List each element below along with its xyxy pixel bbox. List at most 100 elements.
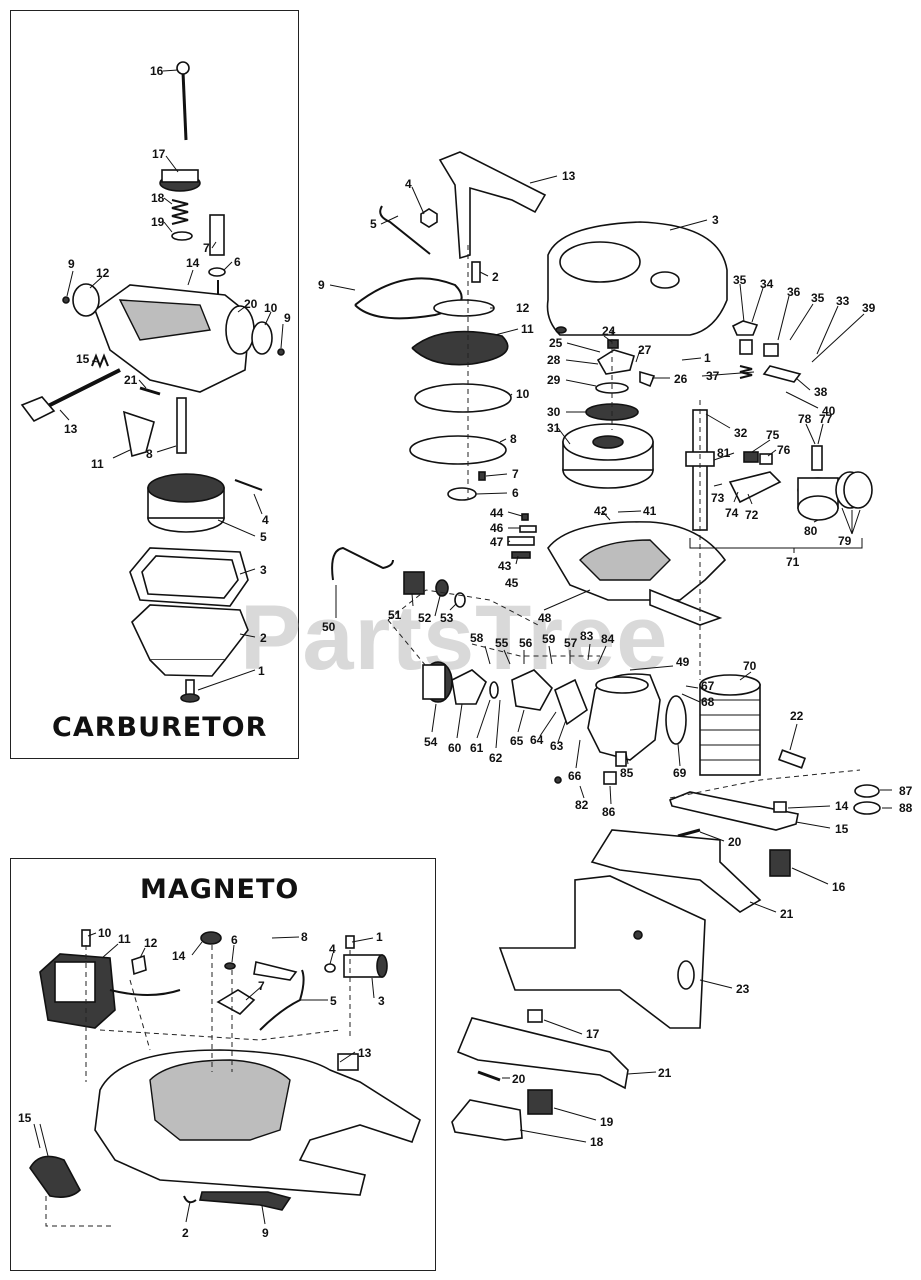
callout-eng-5: 5: [370, 217, 377, 231]
callout-eng-10: 10: [516, 387, 530, 401]
callout-mag-14: 14: [172, 949, 186, 963]
callout-eng-60: 60: [448, 741, 462, 755]
callout-carb-18: 18: [151, 191, 165, 205]
callout-eng-86: 86: [602, 805, 616, 819]
callout-eng-47: 47: [490, 535, 504, 549]
callout-carb-15: 15: [76, 352, 90, 366]
callout-eng-52: 52: [418, 611, 432, 625]
callout-eng-28: 28: [547, 353, 561, 367]
callout-eng-53: 53: [440, 611, 454, 625]
callout-eng-57: 57: [564, 636, 578, 650]
callout-carb-16: 16: [150, 64, 164, 78]
callout-eng-7: 7: [512, 467, 519, 481]
callout-eng-31: 31: [547, 421, 561, 435]
callout-eng-21b: 21: [658, 1066, 672, 1080]
callout-eng-39: 39: [862, 301, 876, 315]
callout-eng-11: 11: [521, 322, 534, 336]
callout-eng-41: 41: [643, 504, 657, 518]
callout-eng-83: 83: [580, 629, 594, 643]
callout-mag-11: 11: [118, 932, 131, 946]
callout-eng-84: 84: [601, 632, 615, 646]
callout-eng-36: 36: [787, 285, 801, 299]
callout-mag-13: 13: [358, 1046, 372, 1060]
callout-carb-19: 19: [151, 215, 165, 229]
callout-carb-12: 12: [96, 266, 110, 280]
callout-eng-37: 37: [706, 369, 720, 383]
engine-leaders: [329, 175, 892, 1143]
callout-mag-5: 5: [330, 994, 337, 1008]
callout-eng-88: 88: [899, 801, 913, 815]
callout-eng-42: 42: [594, 504, 608, 518]
callout-eng-62: 62: [489, 751, 503, 765]
callout-eng-64: 64: [530, 733, 544, 747]
callout-eng-58: 58: [470, 631, 484, 645]
callout-eng-9: 9: [318, 278, 325, 292]
magneto-drawing: [29, 929, 421, 1211]
callout-eng-75: 75: [766, 428, 780, 442]
callout-carb-8: 8: [146, 447, 153, 461]
callout-eng-32: 32: [734, 426, 748, 440]
callout-carb-21: 21: [124, 373, 138, 387]
callout-carb-9a: 9: [68, 257, 75, 271]
callout-mag-2: 2: [182, 1226, 189, 1240]
callout-eng-23: 23: [736, 982, 750, 996]
callout-mag-7: 7: [258, 979, 265, 993]
callout-eng-82: 82: [575, 798, 589, 812]
carburetor-callouts: 16 17 18 19 7 6 9 12 14 20 10 9 15 21 13…: [64, 64, 291, 678]
callout-eng-46: 46: [490, 521, 504, 535]
callout-eng-69: 69: [673, 766, 687, 780]
callout-eng-33: 33: [836, 294, 850, 308]
callout-carb-17: 17: [152, 147, 166, 161]
callout-mag-10: 10: [98, 926, 112, 940]
callout-eng-17: 17: [586, 1027, 600, 1041]
callout-eng-14: 14: [835, 799, 849, 813]
callout-eng-55: 55: [495, 636, 509, 650]
callout-eng-3: 3: [712, 213, 719, 227]
callout-eng-8: 8: [510, 432, 517, 446]
magneto-leaders: [33, 932, 375, 1227]
callout-eng-38: 38: [814, 385, 828, 399]
callout-eng-59: 59: [542, 632, 556, 646]
callout-eng-74: 74: [725, 506, 739, 520]
callout-mag-15: 15: [18, 1111, 32, 1125]
callout-eng-29: 29: [547, 373, 561, 387]
callout-eng-65: 65: [510, 734, 524, 748]
carburetor-drawing: [20, 61, 285, 703]
watermark: PartsTree: [240, 587, 669, 689]
callout-eng-67: 67: [701, 679, 715, 693]
callout-eng-68: 68: [701, 695, 715, 709]
callout-carb-11: 11: [91, 457, 104, 471]
carburetor-leaders: [59, 69, 284, 691]
callout-mag-6: 6: [231, 933, 238, 947]
callout-eng-44: 44: [490, 506, 504, 520]
callout-eng-78: 78: [798, 412, 812, 426]
callout-eng-81: 81: [717, 446, 731, 460]
callout-eng-54: 54: [424, 735, 438, 749]
callout-mag-8: 8: [301, 930, 308, 944]
callout-eng-20a: 20: [728, 835, 742, 849]
callout-eng-30: 30: [547, 405, 561, 419]
callout-carb-2: 2: [260, 631, 267, 645]
callout-carb-14: 14: [186, 256, 200, 270]
carburetor-title: CARBURETOR: [52, 712, 268, 743]
callout-mag-1: 1: [376, 930, 383, 944]
callout-eng-49: 49: [676, 655, 690, 669]
callout-eng-22: 22: [790, 709, 804, 723]
callout-eng-19: 19: [600, 1115, 614, 1129]
callout-mag-3: 3: [378, 994, 385, 1008]
callout-eng-80: 80: [804, 524, 818, 538]
magneto-title: MAGNETO: [140, 874, 300, 905]
callout-carb-4: 4: [262, 513, 269, 527]
callout-carb-5: 5: [260, 530, 267, 544]
callout-eng-63: 63: [550, 739, 564, 753]
callout-eng-12: 12: [516, 301, 530, 315]
callout-carb-1: 1: [258, 664, 265, 678]
callout-eng-35b: 35: [811, 291, 825, 305]
engine-callouts: 13 4 5 3 9 2 12 11 10 8 7 6 35 34 36 35 …: [318, 169, 913, 1149]
callout-carb-6: 6: [234, 255, 241, 269]
callout-eng-27: 27: [638, 343, 652, 357]
callout-eng-61: 61: [470, 741, 484, 755]
callout-mag-9: 9: [262, 1226, 269, 1240]
callout-eng-25: 25: [549, 336, 563, 350]
callout-eng-70: 70: [743, 659, 757, 673]
